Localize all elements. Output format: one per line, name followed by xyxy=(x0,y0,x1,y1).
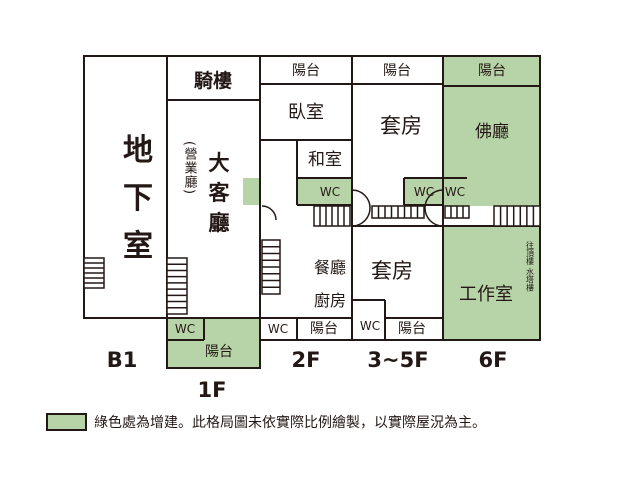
35f-balcony-bottom-label: 陽台 xyxy=(398,321,426,337)
dining-label: 餐廳 xyxy=(314,258,346,277)
addition-6f-buddha xyxy=(443,86,540,206)
35f-floor-label: 3~5F xyxy=(367,348,428,372)
water-tank-note: 往頂樓 水塔樓 xyxy=(526,240,535,293)
1f-wc-label: WC xyxy=(175,322,195,336)
2f-stairs xyxy=(261,239,281,295)
2f-balcony-bottom-label: 陽台 xyxy=(310,321,338,337)
japanese-room-label: 和室 xyxy=(308,150,342,170)
2f-wc-lower-label: WC xyxy=(268,322,288,336)
6f-corridor-stairs-left xyxy=(444,205,470,219)
suite-upper-label: 套房 xyxy=(380,114,422,138)
35f-balcony-top-label: 陽台 xyxy=(383,63,411,79)
bedroom-label: 臥室 xyxy=(288,102,324,123)
basement-room-label: 地下室 xyxy=(123,133,153,264)
35f-wc-lower-label: WC xyxy=(360,319,380,333)
floor-labels: B1 1F 2F 3~5F 6F xyxy=(107,348,508,402)
living-room-label: 大客廳 xyxy=(209,151,231,235)
1f-stairs xyxy=(166,257,188,315)
addition-1f-balcony xyxy=(167,318,260,368)
6f-outline xyxy=(442,55,541,341)
green-additions xyxy=(167,56,540,368)
addition-1f-alcove xyxy=(243,178,259,205)
b1-floor-label: B1 xyxy=(107,348,138,372)
addition-6f-balcony xyxy=(443,56,540,86)
stairs xyxy=(83,205,541,315)
study-label: 工作室 xyxy=(459,284,513,305)
kitchen-label: 廚房 xyxy=(314,291,346,310)
6f-wc-label: WC xyxy=(445,185,465,199)
door-arc-35f-upper xyxy=(351,189,371,209)
legend-swatch xyxy=(46,413,87,431)
35f-wc-upper-label: WC xyxy=(414,185,434,199)
6f-floor-label: 6F xyxy=(479,348,508,372)
door-arc-6f-upper xyxy=(424,189,444,209)
arcade-label: 騎樓 xyxy=(194,69,232,92)
door-arc-2f xyxy=(261,205,277,221)
6f-corridor-stairs-right xyxy=(493,205,541,227)
2f-landing-stairs xyxy=(313,205,351,227)
door-arcs xyxy=(261,189,444,227)
buddha-hall-label: 佛廳 xyxy=(475,122,509,142)
1f-floor-label: 1F xyxy=(198,378,227,402)
6f-balcony-label: 陽台 xyxy=(478,63,506,79)
suite-lower-label: 套房 xyxy=(371,259,413,283)
1f-lower-outline xyxy=(166,317,261,369)
1f-balcony-label: 陽台 xyxy=(205,344,233,360)
2f-wc-upper-label: WC xyxy=(320,185,340,199)
door-arc-35f-lower xyxy=(351,207,371,227)
addition-2f-wc xyxy=(297,178,352,205)
legend-text: 綠色處為增建。此格局圖未依實際比例繪製，以實際屋況為主。 xyxy=(94,414,486,431)
35f-corridor-stairs xyxy=(371,205,425,219)
business-hall-label: (營業廳) xyxy=(182,141,198,195)
legend: 綠色處為增建。此格局圖未依實際比例繪製，以實際屋況為主。 xyxy=(46,413,486,431)
2f-floor-label: 2F xyxy=(292,348,321,372)
walls xyxy=(83,55,541,369)
door-arc-6f-lower xyxy=(424,207,444,227)
addition-6f-study xyxy=(443,226,540,340)
2f-balcony-top-label: 陽台 xyxy=(292,63,320,79)
b1-stairs xyxy=(83,257,105,289)
room-labels: 地下室 騎樓 大客廳 (營業廳) WC 陽台 陽台 臥室 和室 WC 餐廳 廚房… xyxy=(123,63,535,360)
